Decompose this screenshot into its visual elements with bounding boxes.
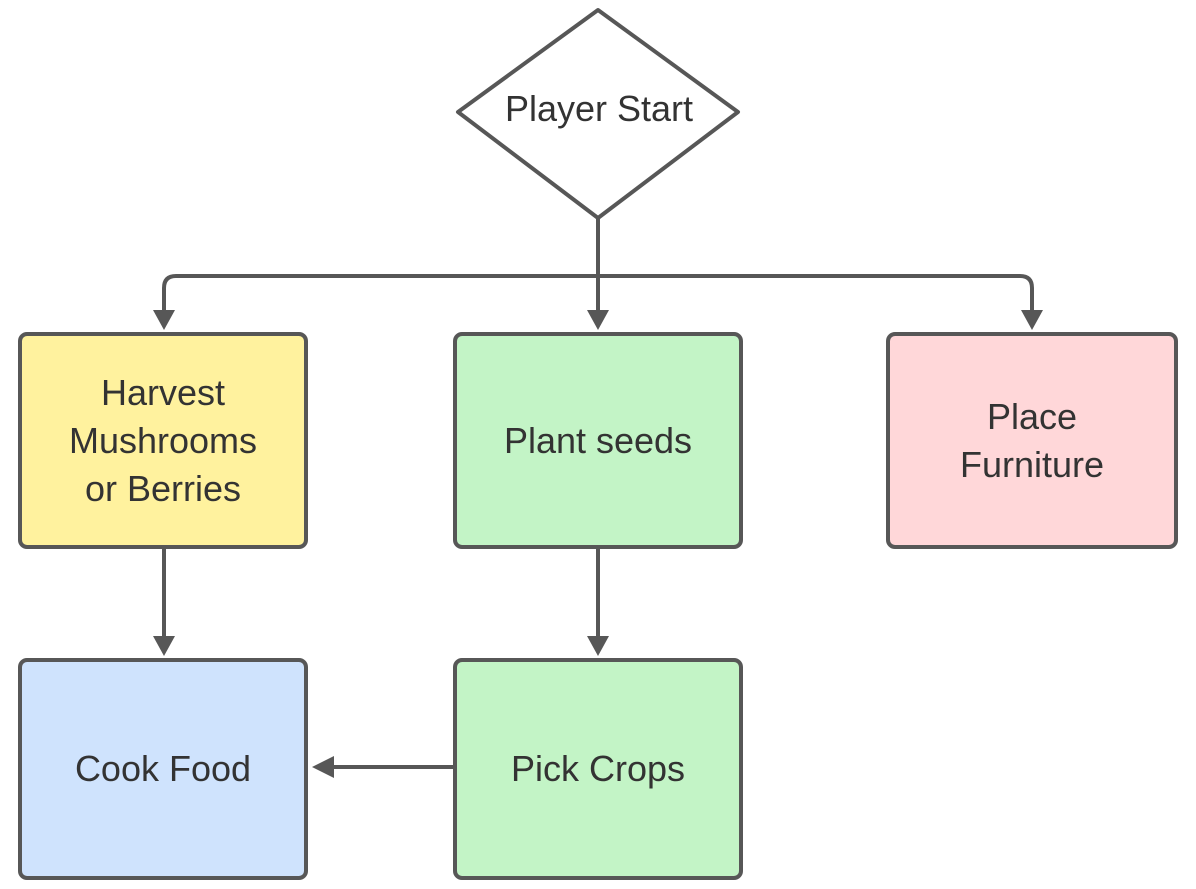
place-furniture-node: Place Furniture xyxy=(886,332,1178,549)
arrowhead-plant xyxy=(587,310,609,330)
player-start-label: Player Start xyxy=(504,88,694,129)
arrowhead-place xyxy=(1021,310,1043,330)
harvest-mushrooms-node: Harvest Mushrooms or Berries xyxy=(18,332,308,549)
arrowhead-cook-from-harvest xyxy=(153,636,175,656)
arrowhead-pick xyxy=(587,636,609,656)
arrowhead-cook-from-pick xyxy=(312,756,334,778)
edge-start-harvest xyxy=(162,274,600,316)
edge-start-place xyxy=(596,274,1034,316)
cook-food-node: Cook Food xyxy=(18,658,308,880)
arrowhead-harvest xyxy=(153,310,175,330)
pick-crops-node: Pick Crops xyxy=(453,658,743,880)
plant-seeds-node: Plant seeds xyxy=(453,332,743,549)
